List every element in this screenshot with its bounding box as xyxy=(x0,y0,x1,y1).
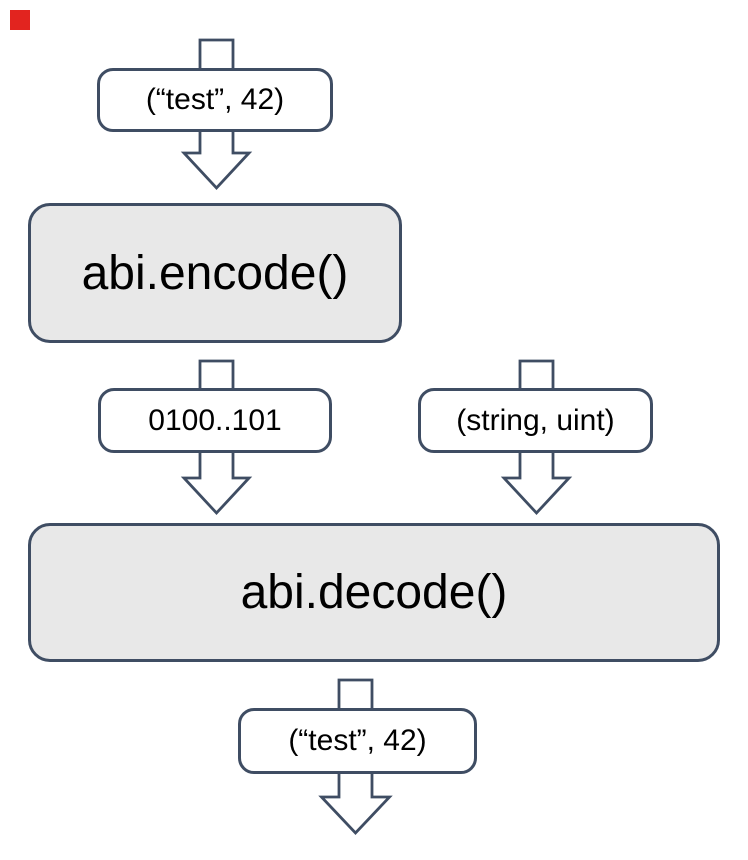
node-abi-encode: abi.encode() xyxy=(28,203,402,343)
node-encoded-bytes-label: 0100..101 xyxy=(148,403,282,437)
node-encoded-bytes: 0100..101 xyxy=(98,388,332,453)
node-type-list: (string, uint) xyxy=(418,388,653,453)
node-input-tuple: (“test”, 42) xyxy=(97,68,333,132)
red-square-marker xyxy=(10,10,30,30)
node-type-list-label: (string, uint) xyxy=(456,403,615,437)
node-input-label: (“test”, 42) xyxy=(145,83,285,116)
node-abi-encode-label: abi.encode() xyxy=(81,246,349,300)
node-output-tuple-label: (“test”, 42) xyxy=(288,724,427,757)
node-abi-decode: abi.decode() xyxy=(28,523,720,662)
node-abi-decode-label: abi.decode() xyxy=(240,566,508,619)
node-output-tuple: (“test”, 42) xyxy=(238,708,477,774)
